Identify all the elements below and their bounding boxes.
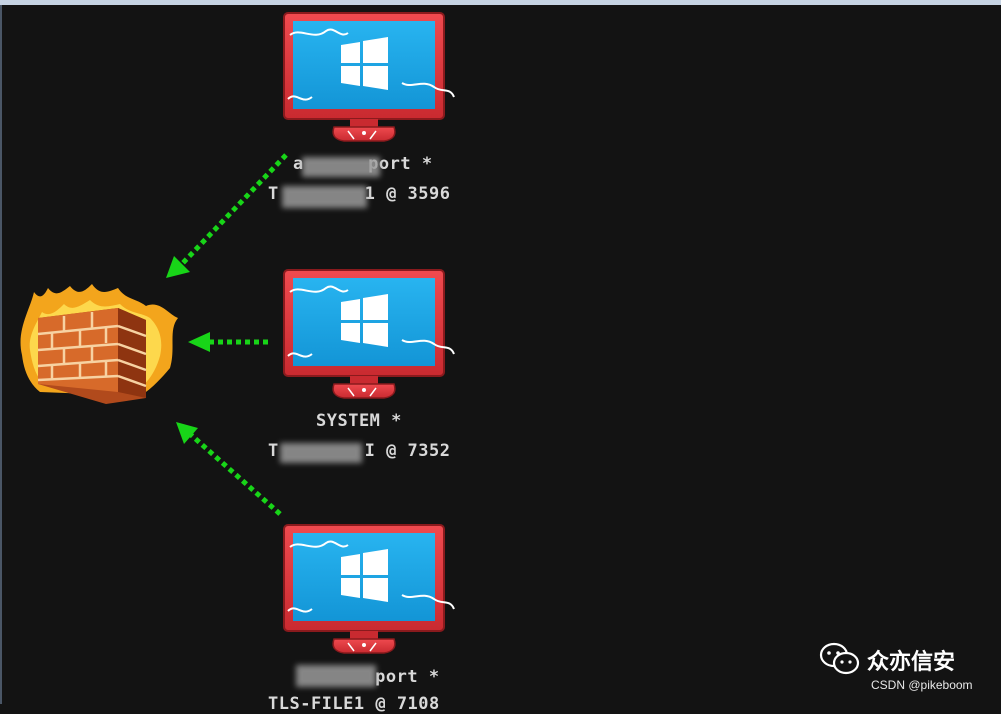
windows-monitor-icon[interactable]	[283, 12, 455, 142]
host-3-process-label: TLS-FILE1 @ 7108	[268, 694, 440, 714]
redaction-blur	[280, 443, 362, 463]
windows-monitor-icon[interactable]	[283, 269, 455, 399]
window-left-border	[0, 5, 2, 704]
firewall-icon	[20, 284, 179, 404]
windows-monitor-icon[interactable]	[283, 524, 455, 654]
host-3-user-label: port *	[375, 667, 440, 687]
host-2-process-label: T I @ 7352	[268, 441, 451, 461]
redaction-blur	[296, 665, 376, 687]
wechat-icon	[819, 642, 860, 675]
watermark-credit: CSDN @pikeboom	[871, 678, 973, 692]
watermark-brand: 众亦信安	[867, 650, 956, 675]
host-1-process-label: T 1 @ 3596	[268, 184, 451, 204]
window-top-border	[0, 0, 1001, 5]
redaction-blur	[302, 157, 380, 177]
redaction-blur	[282, 186, 367, 208]
arrow-host3-to-firewall	[176, 422, 282, 516]
arrow-host1-to-firewall	[166, 153, 288, 278]
host-2-user-label: SYSTEM *	[316, 411, 402, 431]
watermark: 众亦信安 CSDN @pikeboom	[819, 640, 979, 700]
arrow-host2-to-firewall	[188, 332, 268, 352]
